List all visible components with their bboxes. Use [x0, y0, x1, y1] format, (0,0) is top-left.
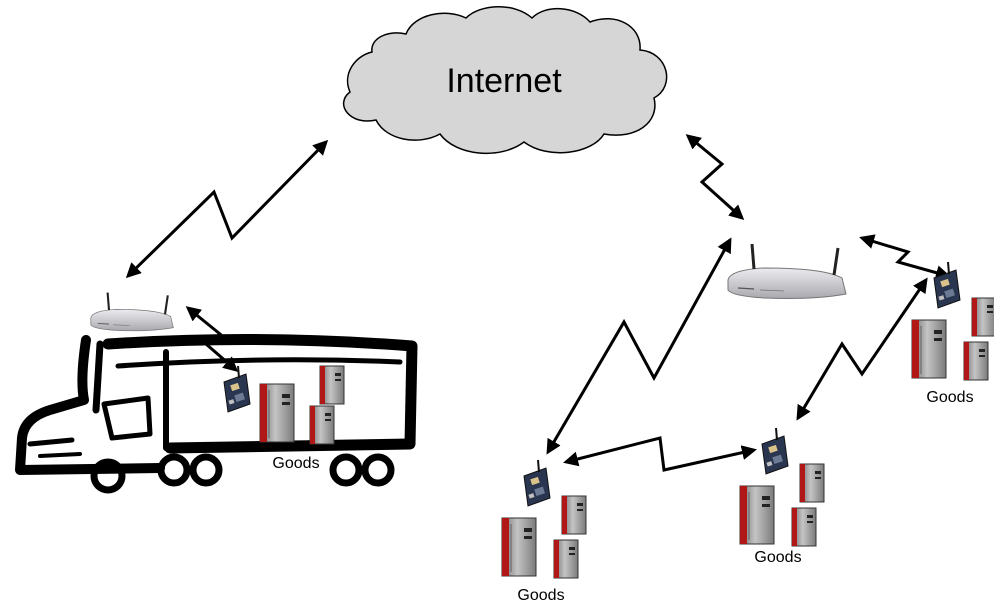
- link-router-node-right: [859, 234, 951, 280]
- link-node-bottom-left-node-mid: [563, 436, 757, 472]
- node-right-cluster-icon: [912, 262, 994, 380]
- router-icon: [726, 242, 848, 300]
- goods-node-bottom-left: Goods: [502, 460, 586, 603]
- goods-node-mid: Goods: [740, 428, 824, 566]
- node-mid-goods-label: Goods: [754, 549, 801, 566]
- link-router-node-bottom-left: [546, 237, 732, 455]
- node-bottom-left-goods-label: Goods: [517, 587, 564, 603]
- truck-sensor-board-icon: [223, 365, 251, 413]
- node-mid-cluster-icon: [740, 428, 824, 546]
- wireless-links: [125, 134, 951, 472]
- truck-wheels-icon: [90, 453, 395, 494]
- node-right-goods-label: Goods: [926, 389, 973, 406]
- cloud-label: Internet: [446, 62, 562, 100]
- truck-router-icon: [89, 291, 175, 332]
- truck: Goods: [15, 333, 418, 494]
- truck-goods-label: Goods: [272, 455, 319, 472]
- link-node-right-node-mid: [796, 277, 928, 421]
- link-internet-router: [685, 134, 745, 221]
- internet-cloud: Internet: [343, 6, 668, 155]
- link-truck-internet: [125, 139, 329, 279]
- truck-server-big-icon: [259, 383, 295, 443]
- cloud-shape-icon: [343, 6, 668, 155]
- truck-server-small-icon: [319, 365, 345, 405]
- truck-server-small-icon: [309, 405, 335, 445]
- goods-node-right: Goods: [912, 262, 994, 406]
- node-bottom-left-cluster-icon: [502, 460, 586, 578]
